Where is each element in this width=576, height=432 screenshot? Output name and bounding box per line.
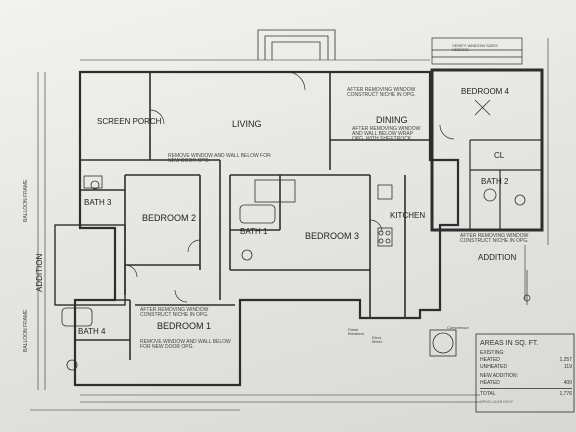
note-dining-wrap: AFTER REMOVING WINDOW AND WALL BELOW WRA… xyxy=(352,126,421,142)
areas-total-value: 1,776 xyxy=(559,391,572,397)
room-bath-4: BATH 4 xyxy=(78,327,106,336)
room-bedroom-3: BEDROOM 3 xyxy=(305,231,360,241)
areas-heated-label: HEATED xyxy=(480,357,500,363)
areas-total-label: TOTAL xyxy=(480,391,496,397)
room-bedroom-2: BEDROOM 2 xyxy=(142,213,197,223)
addition-right-wall xyxy=(430,68,544,232)
room-screen-porch: SCREEN PORCH xyxy=(97,117,162,126)
note-right-niche: AFTER REMOVING WINDOW CONSTRUCT NICHE IN… xyxy=(460,233,529,244)
window-schedule xyxy=(431,37,523,65)
note-verify-window: VERIFY WINDOW SIZES NEEDED xyxy=(452,43,498,52)
areas-table: AREAS IN SQ. FT. EXISTING: HEATED 1,257 … xyxy=(480,340,572,404)
areas-row-new-heated: HEATED 400 xyxy=(480,380,572,386)
areas-row-unheated: UNHEATED 119 xyxy=(480,364,572,370)
addition-right-interior xyxy=(469,139,542,230)
note-compressor: Compressor xyxy=(447,325,469,330)
room-closet: CL xyxy=(494,151,505,160)
areas-table-border xyxy=(475,333,575,413)
areas-new-heated-label: HEATED xyxy=(480,380,500,386)
room-bath-2: BATH 2 xyxy=(481,177,509,186)
label-addition-left: ADDITION xyxy=(35,253,44,292)
note-balloon-frame-1: BALLOON FRAME xyxy=(23,179,29,222)
dimension-lines xyxy=(30,38,549,411)
door-swings xyxy=(124,71,455,303)
room-kitchen: KITCHEN xyxy=(390,211,426,220)
areas-title: AREAS IN SQ. FT. xyxy=(480,340,539,347)
areas-fine-print: MPND LALEB ROOF xyxy=(480,400,514,404)
porch-top xyxy=(257,29,336,60)
note-balloon-frame-2: BALLOON FRAME xyxy=(23,309,29,352)
room-dining: DINING xyxy=(376,115,408,125)
room-bedroom-4: BEDROOM 4 xyxy=(461,87,510,96)
areas-existing-label: EXISTING: xyxy=(480,350,505,356)
areas-row-total: TOTAL 1,776 xyxy=(480,388,572,397)
note-bedroom1-door: REMOVE WINDOW AND WALL BELOW FOR NEW DOO… xyxy=(140,339,231,350)
room-bath-3: BATH 3 xyxy=(84,198,112,207)
areas-heated-value: 1,257 xyxy=(559,357,572,363)
areas-unheated-label: UNHEATED xyxy=(480,364,508,370)
note-dining-niche: AFTER REMOVING WINDOW CONSTRUCT NICHE IN… xyxy=(347,87,416,98)
north-arrow xyxy=(523,270,531,305)
note-bedroom1-niche: AFTER REMOVING WINDOW CONSTRUCT NICHE IN… xyxy=(140,307,209,318)
areas-row-heated: HEATED 1,257 xyxy=(480,357,572,363)
room-living: LIVING xyxy=(232,119,262,129)
fixtures xyxy=(61,99,526,371)
areas-new-heated-value: 400 xyxy=(563,380,572,386)
areas-unheated-value: 119 xyxy=(564,364,572,370)
note-remove-window-top: REMOVE WINDOW AND WALL BELOW FOR NEW DOO… xyxy=(168,153,271,164)
areas-new-addition-label: NEW ADDITION: xyxy=(480,373,519,379)
label-addition-right: ADDITION xyxy=(478,253,517,262)
note-elect-meter: Elect. Meter xyxy=(372,335,383,344)
room-bedroom-1: BEDROOM 1 xyxy=(157,321,212,331)
room-bath-1: BATH 1 xyxy=(240,227,268,236)
note-panel-breakers: Panel Breakers xyxy=(348,327,365,336)
